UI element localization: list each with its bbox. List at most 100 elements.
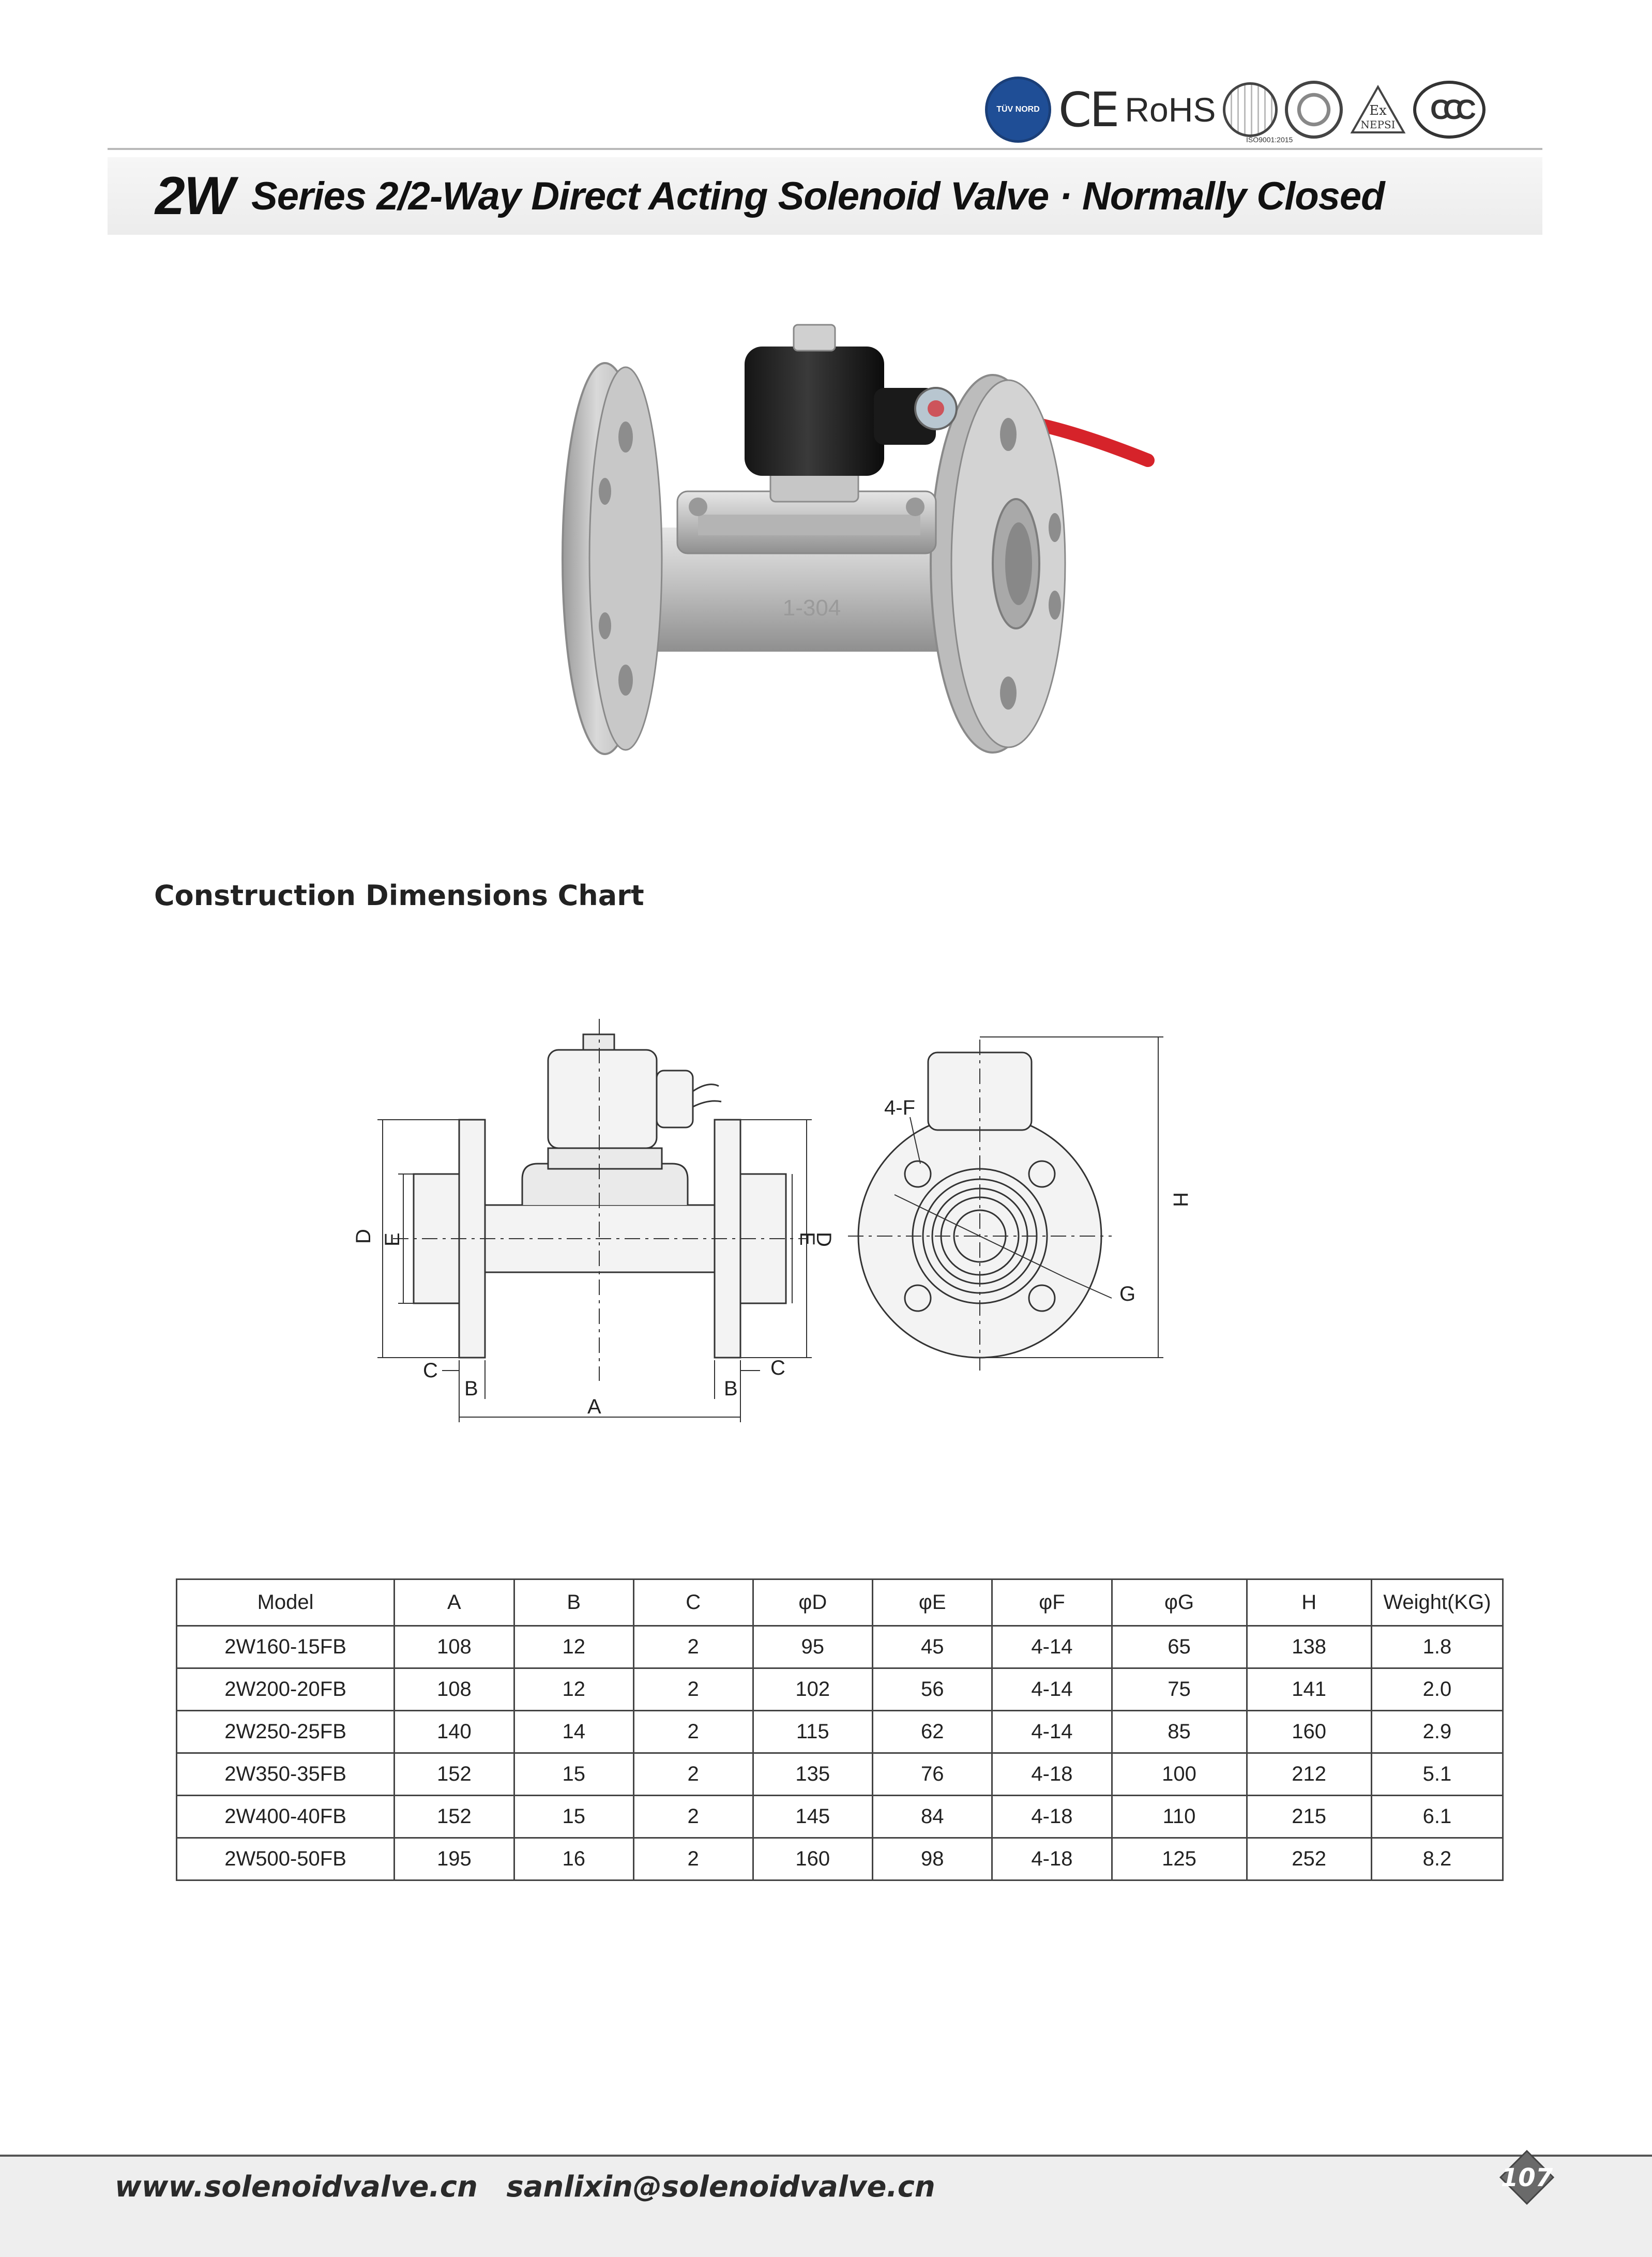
dim-label-f: 4-F: [884, 1096, 915, 1119]
cell-f: 4-18: [991, 1795, 1113, 1839]
iso-caption: ISO9001:2015: [1246, 136, 1293, 144]
cell-d: 95: [752, 1625, 874, 1669]
cell-e: 45: [872, 1625, 993, 1669]
cell-model: 2W160-15FB: [175, 1625, 396, 1669]
col-header-d: φD: [752, 1578, 874, 1627]
website-link[interactable]: www.solenoidvalve.cn: [115, 2170, 478, 2204]
dimensions-table: Model A B C φD φE φF φG H Weight(KG) 2W1…: [175, 1578, 1504, 1881]
certification-bar: TÜV NORD CE RoHS Ex NEPSI CCC: [985, 77, 1486, 143]
cell-h: 141: [1246, 1667, 1372, 1711]
tuv-nord-logo: TÜV NORD: [985, 77, 1051, 143]
cell-c: 2: [632, 1752, 754, 1796]
table-row: 2W250-25FB 140 14 2 115 62 4-14 85 160 2…: [175, 1710, 1504, 1754]
cell-weight: 1.8: [1370, 1625, 1504, 1669]
cell-weight: 2.9: [1370, 1710, 1504, 1754]
dim-label-a: A: [587, 1395, 601, 1418]
dim-label-d-right: D: [812, 1232, 835, 1247]
cell-b: 16: [513, 1837, 634, 1881]
dim-label-c-right: C: [770, 1357, 785, 1379]
footer: [0, 2157, 1652, 2257]
dim-label-e: E: [381, 1232, 404, 1246]
table-row: 2W350-35FB 152 15 2 135 76 4-18 100 212 …: [175, 1752, 1504, 1796]
cell-d: 145: [752, 1795, 874, 1839]
solenoid-coil: [745, 347, 884, 476]
cell-d: 115: [752, 1710, 874, 1754]
cell-g: 110: [1111, 1795, 1248, 1839]
nepsi-label: NEPSI: [1361, 118, 1396, 131]
dimension-drawing: D E E D C B A B C 4-F G H: [352, 1019, 1189, 1422]
table-header-row: Model A B C φD φE φF φG H Weight(KG): [175, 1578, 1504, 1627]
dim-label-c: C: [423, 1359, 438, 1382]
cell-weight: 2.0: [1370, 1667, 1504, 1711]
ex-nepsi-logo: Ex NEPSI: [1350, 85, 1406, 134]
cell-a: 152: [393, 1752, 515, 1796]
cell-h: 252: [1246, 1837, 1372, 1881]
cell-f: 4-18: [991, 1837, 1113, 1881]
title-band: 2W Series 2/2-Way Direct Acting Solenoid…: [108, 157, 1542, 235]
dim-label-h: H: [1169, 1192, 1189, 1207]
page-number: 107: [1501, 2163, 1553, 2192]
product-photo: 1-304: [562, 324, 1155, 755]
cell-d: 160: [752, 1837, 874, 1881]
cell-c: 2: [632, 1667, 754, 1711]
cell-weight: 6.1: [1370, 1795, 1504, 1839]
dim-label-e-right: E: [796, 1232, 819, 1246]
dim-label-b-right: B: [724, 1377, 738, 1400]
cell-g: 65: [1111, 1625, 1248, 1669]
email-link[interactable]: sanlixin@solenoidvalve.cn: [506, 2170, 935, 2204]
cell-e: 98: [872, 1837, 993, 1881]
dim-label-g: G: [1119, 1283, 1135, 1305]
col-header-weight: Weight(KG): [1370, 1578, 1504, 1627]
cell-model: 2W200-20FB: [175, 1667, 396, 1711]
rohs-mark: RoHS: [1125, 91, 1216, 129]
top-nut: [793, 324, 836, 352]
cell-a: 140: [393, 1710, 515, 1754]
cell-e: 62: [872, 1710, 993, 1754]
page-number-badge: [1499, 2149, 1555, 2205]
col-header-model: Model: [175, 1578, 396, 1627]
body-cast-text: 1-304: [783, 595, 841, 621]
cell-weight: 8.2: [1370, 1837, 1504, 1881]
col-header-c: C: [632, 1578, 754, 1627]
cell-h: 138: [1246, 1625, 1372, 1669]
ex-label: Ex: [1370, 103, 1387, 118]
cell-a: 108: [393, 1625, 515, 1669]
col-header-e: φE: [872, 1578, 993, 1627]
series-code: 2W: [155, 165, 235, 226]
cell-h: 160: [1246, 1710, 1372, 1754]
section-title: Construction Dimensions Chart: [154, 879, 644, 912]
ce-mark: CE: [1058, 82, 1119, 138]
col-header-h: H: [1246, 1578, 1372, 1627]
table-row: 2W200-20FB 108 12 2 102 56 4-14 75 141 2…: [175, 1667, 1504, 1711]
cell-b: 15: [513, 1752, 634, 1796]
valve-body: [620, 528, 982, 652]
cell-model: 2W350-35FB: [175, 1752, 396, 1796]
cell-a: 152: [393, 1795, 515, 1839]
cell-c: 2: [632, 1710, 754, 1754]
cell-c: 2: [632, 1795, 754, 1839]
cell-f: 4-18: [991, 1752, 1113, 1796]
col-header-f: φF: [991, 1578, 1113, 1627]
cell-b: 12: [513, 1667, 634, 1711]
page-title: Series 2/2-Way Direct Acting Solenoid Va…: [251, 174, 1385, 218]
col-header-b: B: [513, 1578, 634, 1627]
cell-g: 85: [1111, 1710, 1248, 1754]
cell-c: 2: [632, 1625, 754, 1669]
cell-model: 2W400-40FB: [175, 1795, 396, 1839]
cell-f: 4-14: [991, 1667, 1113, 1711]
table-row: 2W500-50FB 195 16 2 160 98 4-18 125 252 …: [175, 1837, 1504, 1881]
cell-e: 56: [872, 1667, 993, 1711]
table-row: 2W160-15FB 108 12 2 95 45 4-14 65 138 1.…: [175, 1625, 1504, 1669]
cell-g: 100: [1111, 1752, 1248, 1796]
cell-b: 14: [513, 1710, 634, 1754]
footer-rule: [0, 2155, 1652, 2157]
cell-model: 2W500-50FB: [175, 1837, 396, 1881]
cell-b: 15: [513, 1795, 634, 1839]
cell-e: 76: [872, 1752, 993, 1796]
cell-f: 4-14: [991, 1710, 1113, 1754]
cell-h: 215: [1246, 1795, 1372, 1839]
cell-weight: 5.1: [1370, 1752, 1504, 1796]
header-rule: [108, 148, 1542, 150]
cell-d: 135: [752, 1752, 874, 1796]
cell-h: 212: [1246, 1752, 1372, 1796]
